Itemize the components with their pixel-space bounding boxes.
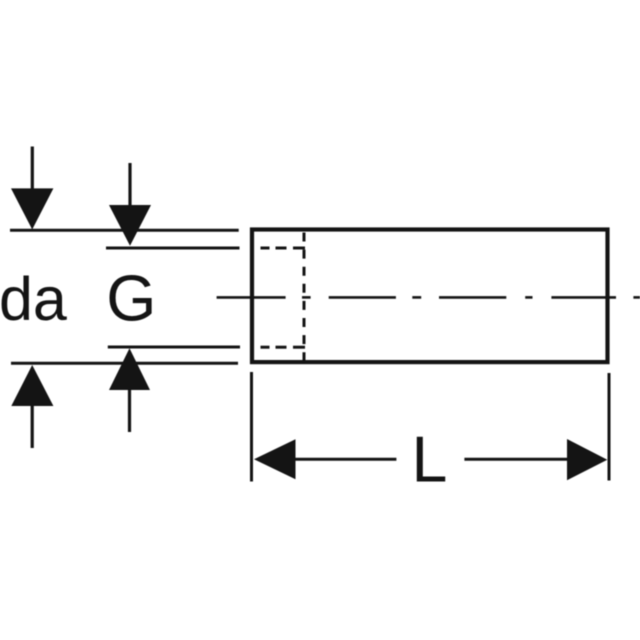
svg-text:da: da xyxy=(0,265,67,333)
svg-text:G: G xyxy=(106,262,156,334)
svg-text:L: L xyxy=(412,423,448,495)
